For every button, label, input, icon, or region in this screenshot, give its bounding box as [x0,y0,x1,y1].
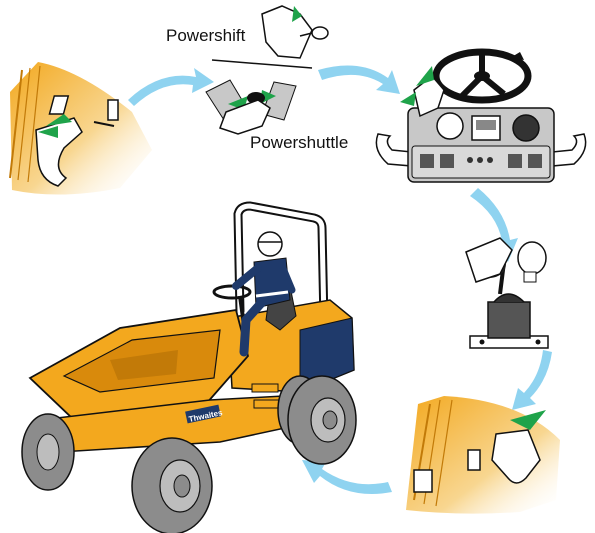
joystick-control-icon [465,237,549,349]
steering-wheel-icon [375,48,587,183]
brake-pedal-icon [406,396,560,514]
powershift-label: Powershift [166,26,246,45]
wheel-front-left [21,413,75,491]
powershift-panel: Powershift Powershuttle [166,5,348,152]
accelerator-pedal-icon [9,62,152,195]
wheel-front-right [131,437,213,533]
dumper-machine-icon: Thwaites [21,201,357,533]
panel-divider [211,59,313,69]
powershift-lever-icon [261,5,329,59]
operator-figure [232,231,296,357]
flow-arrow-5 [302,460,392,494]
flow-arrow-4 [512,350,552,410]
wheel-rear-right [287,375,357,465]
flow-arrow-2 [318,65,400,94]
powershuttle-lever-icon [205,79,297,135]
powershuttle-label: Powershuttle [250,133,348,152]
flow-arrow-1 [128,68,214,106]
